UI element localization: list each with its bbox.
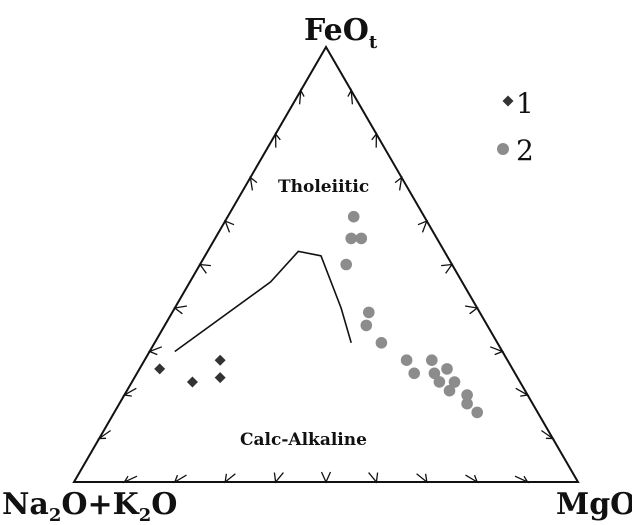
region-label-tholeiitic: Tholeiitic — [278, 177, 369, 197]
data-point-series-1-diamond — [214, 372, 226, 384]
legend-marker-diamond — [502, 95, 514, 107]
legend-marker-circle — [497, 143, 509, 155]
region-label-calc-alkaline: Calc-Alkaline — [240, 430, 367, 450]
vertex-label-subscript: 2 — [139, 505, 152, 525]
data-point-series-2-circle — [441, 363, 453, 375]
data-point-series-2-circle — [461, 389, 473, 401]
tick-mark-left-edge — [249, 175, 258, 191]
tick-mark-left-edge — [198, 263, 211, 274]
tholeiitic-calc-alkaline-boundary-line — [174, 250, 352, 353]
data-points — [154, 210, 484, 419]
data-point-series-2-circle — [408, 367, 421, 380]
tick-mark-left-edge — [173, 305, 188, 315]
data-point-series-1-diamond — [154, 363, 166, 375]
legend-label-2: 2 — [516, 134, 534, 167]
data-point-series-1-diamond — [186, 376, 198, 388]
vertex-label-text: Na — [2, 487, 49, 522]
vertex-label-feot: FeOt — [304, 13, 378, 53]
tick-mark-left-edge — [274, 132, 281, 148]
tick-mark-right-edge — [464, 305, 479, 315]
vertex-label-subscript: 2 — [49, 505, 62, 525]
data-point-series-2-circle — [426, 354, 438, 367]
vertex-label-feot-main: FeO — [304, 13, 369, 48]
tick-mark-right-edge — [417, 219, 428, 233]
data-point-series-2-circle — [443, 384, 456, 397]
data-point-series-2-circle — [448, 376, 461, 388]
tick-mark-right-edge — [441, 263, 454, 274]
triangle-frame — [72, 45, 580, 483]
data-point-series-2-circle — [360, 319, 373, 332]
tick-mark-bottom-edge — [224, 473, 236, 484]
data-point-series-2-circle — [363, 306, 375, 319]
data-point-series-2-circle — [355, 232, 368, 245]
data-point-series-2-circle — [461, 397, 473, 410]
vertex-label-feot-subscript: t — [369, 32, 378, 53]
tick-mark-right-edge — [371, 132, 378, 148]
tick-marks — [97, 88, 555, 484]
tick-mark-bottom-edge — [173, 474, 187, 484]
tick-mark-bottom-edge — [416, 473, 428, 484]
vertex-label-na2o-k2o: Na2O+K2O — [2, 487, 177, 525]
data-point-series-2-circle — [375, 337, 388, 349]
data-point-series-1-diamond — [214, 354, 226, 366]
tick-mark-bottom-edge — [368, 472, 379, 484]
legend: 1 2 — [497, 87, 534, 167]
vertex-label-text: O — [151, 487, 177, 522]
vertex-label-text: O+K — [61, 487, 139, 522]
tick-mark-left-edge — [224, 219, 235, 233]
data-point-series-2-circle — [471, 406, 484, 419]
data-point-series-2-circle — [428, 367, 441, 380]
tick-mark-bottom-edge — [465, 474, 479, 484]
data-point-series-2-circle — [347, 210, 360, 223]
data-point-series-2-circle — [345, 232, 358, 245]
data-point-series-2-circle — [400, 354, 413, 367]
data-point-series-2-circle — [340, 258, 353, 271]
vertex-label-mgo: MgO — [556, 487, 632, 522]
data-point-series-2-circle — [433, 376, 446, 388]
tick-mark-bottom-edge — [273, 472, 284, 484]
tick-mark-bottom-edge — [320, 471, 332, 484]
legend-label-1: 1 — [516, 87, 534, 120]
tick-mark-right-edge — [394, 175, 403, 191]
